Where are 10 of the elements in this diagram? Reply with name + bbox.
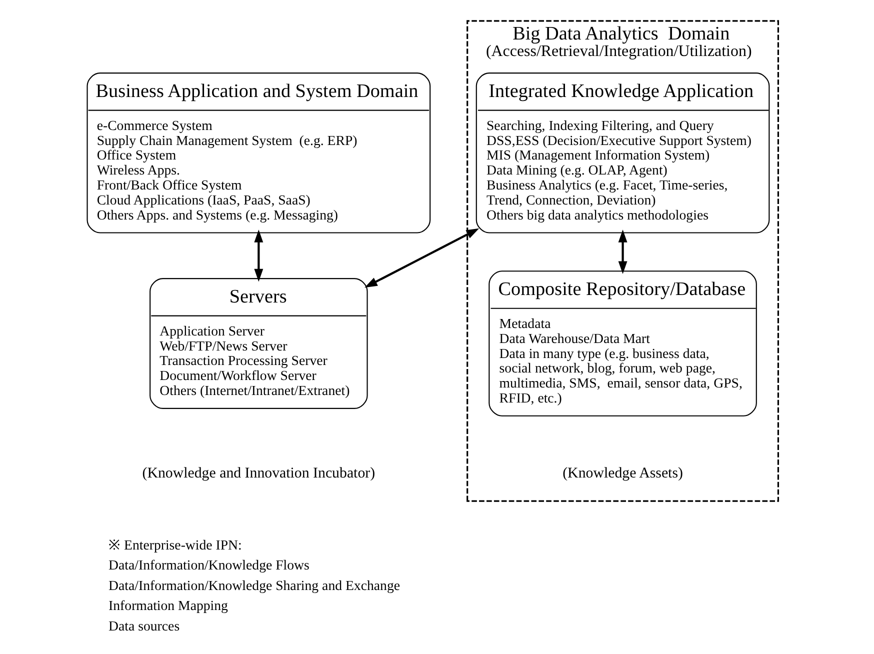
arrow	[364, 228, 480, 288]
label: ※ Enterprise-wide IPN:	[108, 537, 242, 552]
label: Data sources	[108, 618, 180, 634]
label: Data/Information/Knowledge Flows	[108, 558, 310, 573]
arrow	[254, 230, 264, 282]
label: Information Mapping	[108, 598, 228, 614]
label: Data/Information/Knowledge Sharing and Exchange	[108, 578, 400, 593]
node-label: (Knowledge and Innovation Incubator)	[142, 465, 376, 482]
arrow	[618, 230, 628, 274]
node-label: (Knowledge Assets)	[562, 465, 683, 482]
